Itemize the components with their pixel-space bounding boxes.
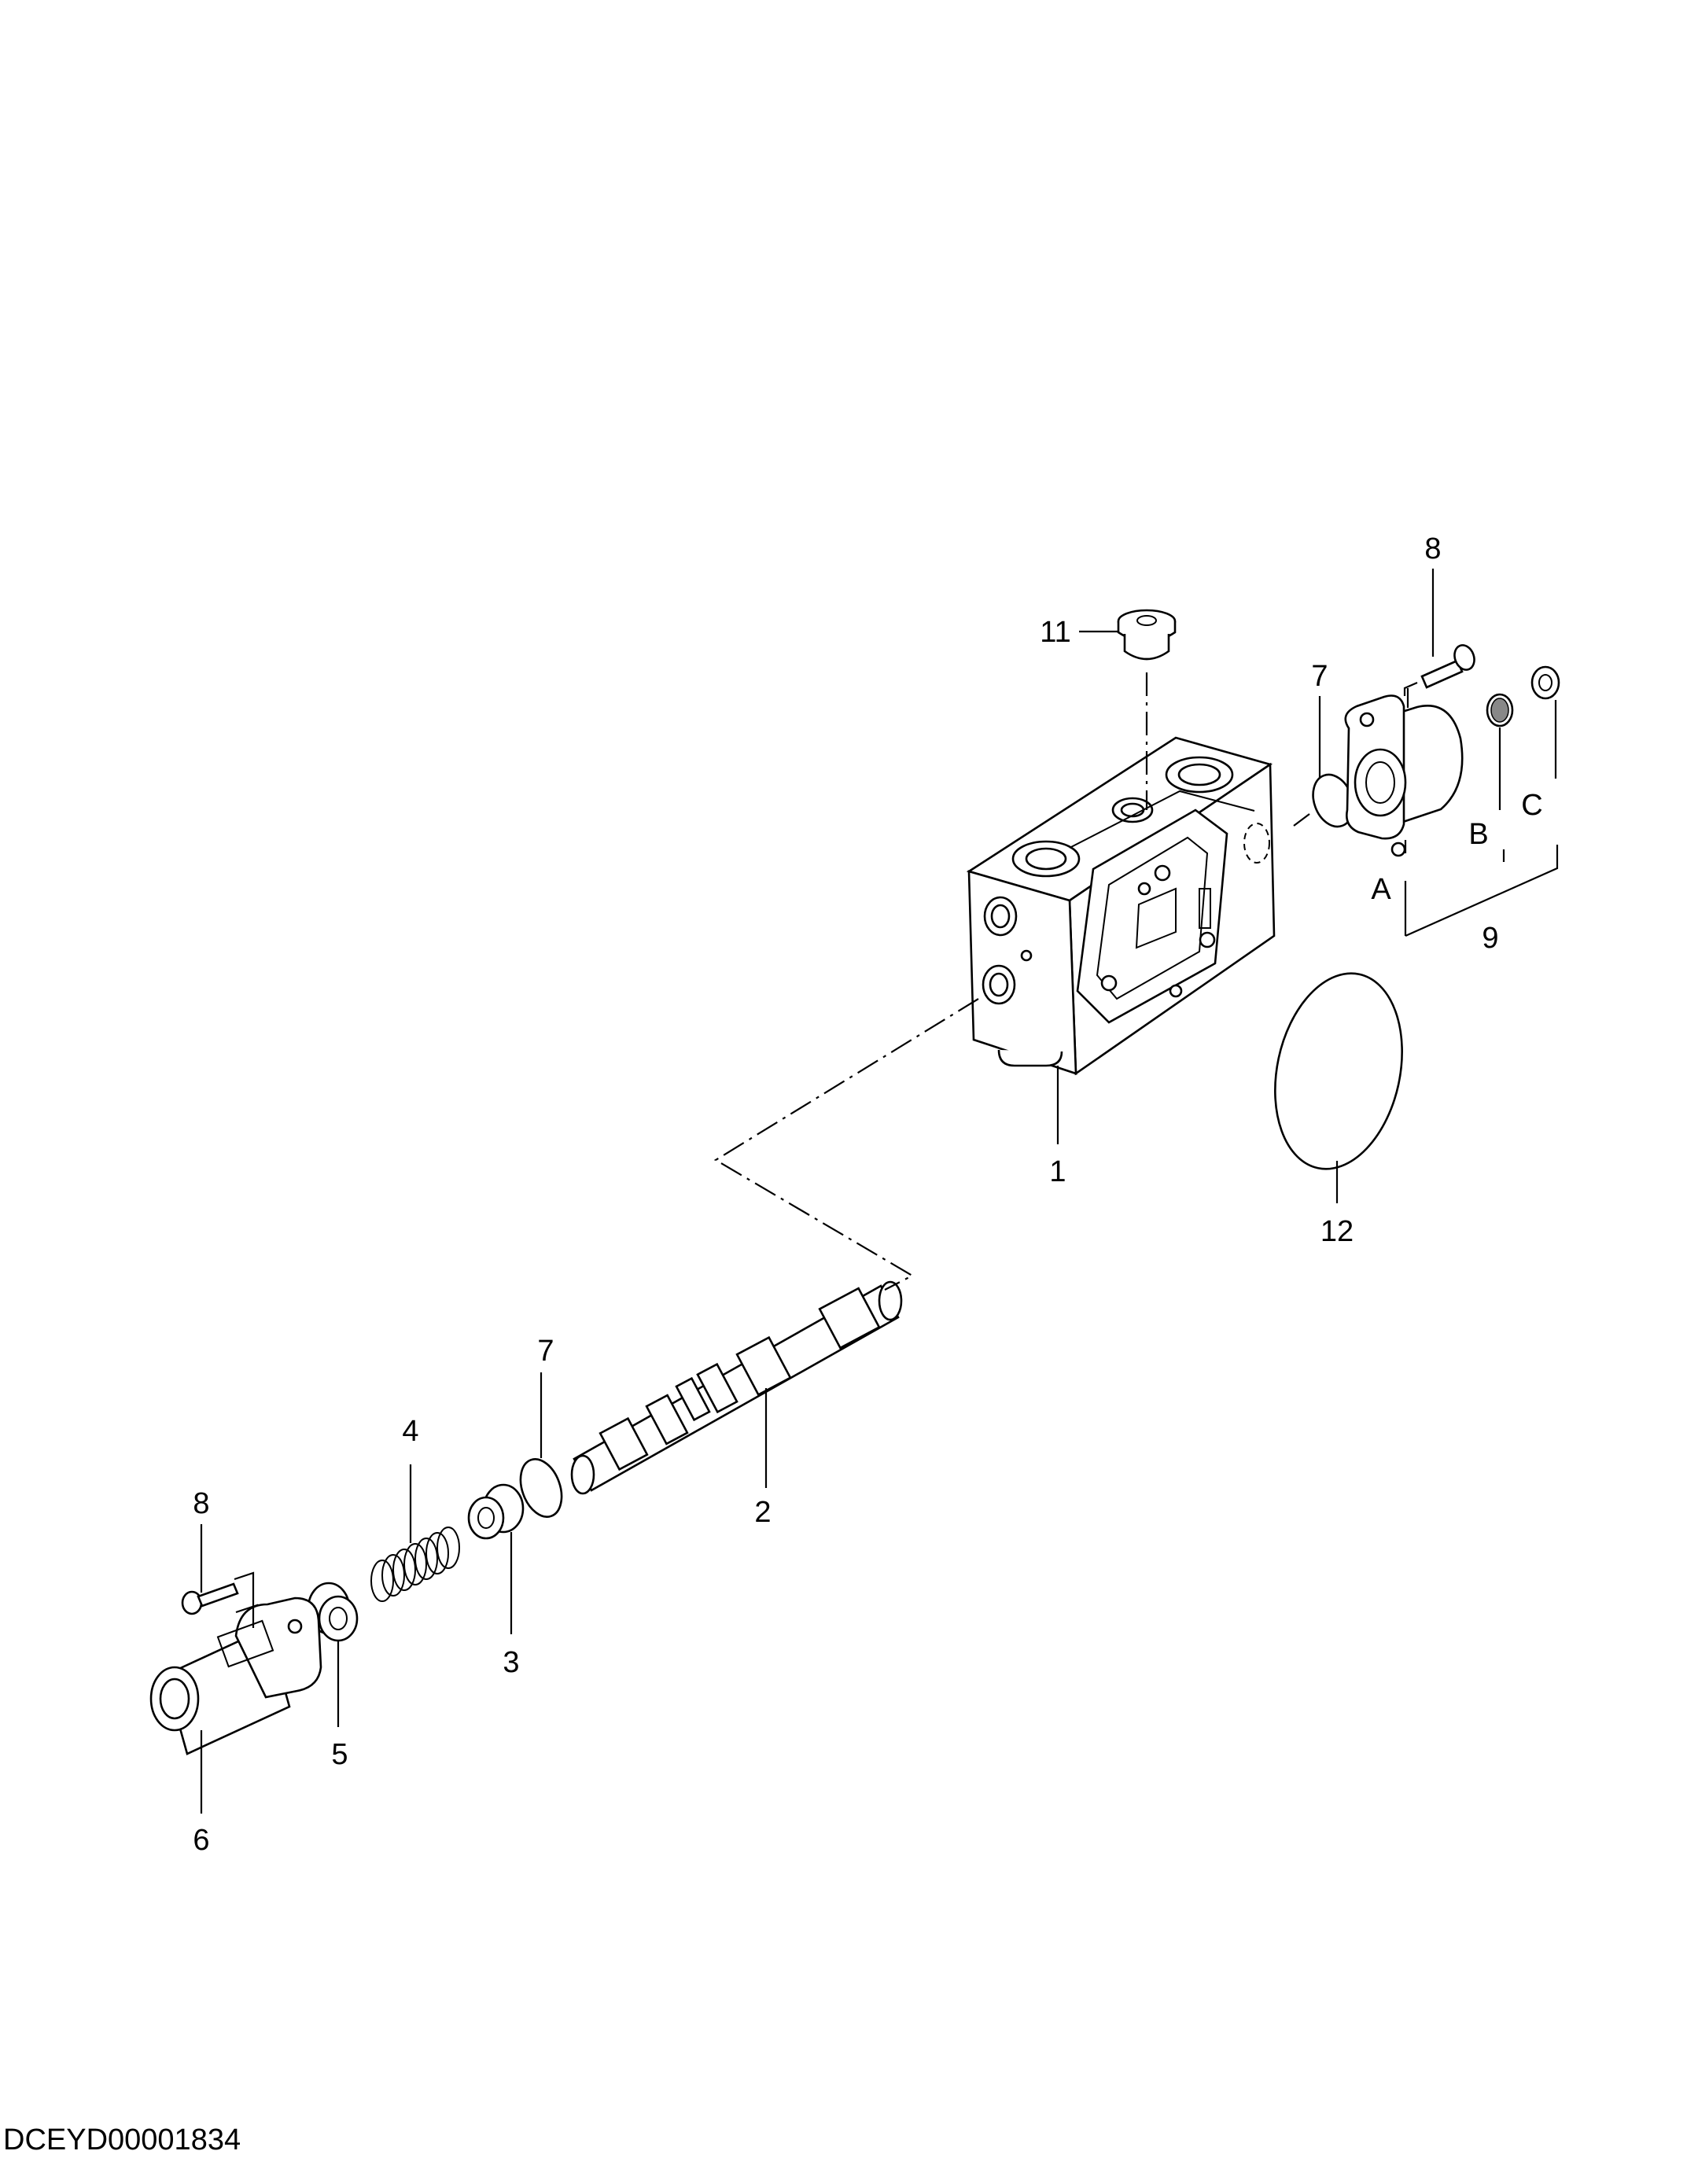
washer-part-9c [1530, 665, 1560, 700]
callout-7-top: 7 [1311, 660, 1328, 693]
bolt-part-8-top [1420, 644, 1475, 689]
callout-8-top: 8 [1424, 532, 1441, 565]
filter-part-9b [1486, 693, 1514, 727]
document-id: DCEYD00001834 [3, 2123, 241, 2156]
callout-5: 5 [331, 1738, 348, 1771]
center-lines [235, 672, 1409, 1614]
callout-9: 9 [1482, 922, 1498, 955]
spring-seat-part-3 [467, 1483, 525, 1540]
leader-lines [200, 569, 1559, 1814]
valve-body-part-1 [966, 736, 1276, 1076]
callout-a: A [1371, 873, 1391, 906]
o-ring-part-12 [1274, 972, 1403, 1170]
plug-part-11 [1117, 609, 1177, 661]
cover-part-6 [149, 1597, 322, 1755]
callout-12: 12 [1320, 1215, 1354, 1248]
callout-7-bottom: 7 [537, 1335, 554, 1368]
callout-1: 1 [1049, 1155, 1066, 1188]
callout-c: C [1521, 789, 1542, 822]
spring-part-4 [370, 1527, 460, 1602]
callout-6: 6 [193, 1824, 209, 1857]
bolt-part-8-bottom [181, 1582, 239, 1615]
callout-8-bottom: 8 [193, 1487, 209, 1520]
callout-3: 3 [503, 1646, 519, 1679]
callout-4: 4 [402, 1415, 418, 1448]
callout-11: 11 [1040, 616, 1070, 649]
spool-part-2 [570, 1280, 903, 1495]
o-ring-part-7-bottom [519, 1458, 563, 1518]
callout-b: B [1468, 818, 1488, 851]
flange-housing-part-9a [1344, 694, 1464, 857]
callout-2: 2 [754, 1496, 771, 1529]
